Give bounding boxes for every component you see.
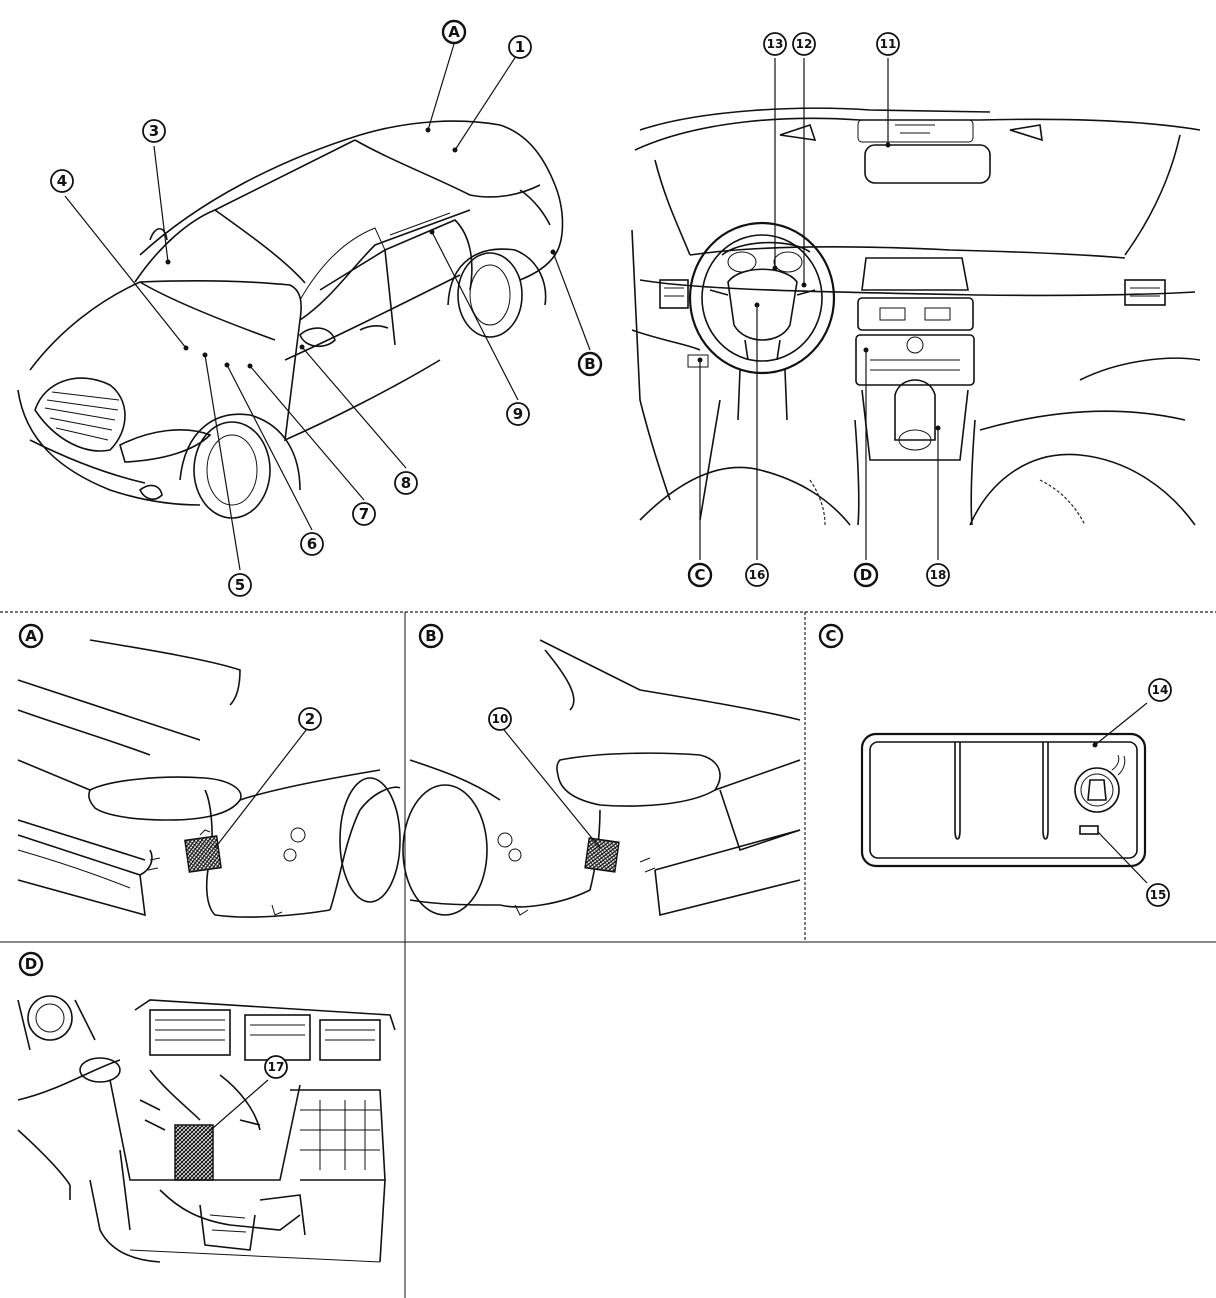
svg-text:D: D (25, 955, 37, 973)
svg-text:7: 7 (359, 505, 369, 523)
panel-b-label: B (418, 623, 444, 649)
callout-9: 9 (506, 402, 530, 426)
panel-d-label: D (18, 951, 44, 977)
callout-18: 18 (926, 563, 950, 587)
svg-text:C: C (825, 627, 836, 645)
callout-12: 12 (792, 32, 816, 56)
vehicle-exterior-drawing (17, 120, 564, 519)
exterior-leader-lines (64, 43, 591, 571)
callout-16: 16 (745, 563, 769, 587)
svg-text:2: 2 (305, 710, 315, 728)
panel-c-leaders (1092, 702, 1148, 884)
callout-7: 7 (352, 502, 376, 526)
panel-a-label: A (18, 623, 44, 649)
vehicle-interior-drawing (631, 107, 1201, 526)
callout-2: 2 (298, 707, 322, 731)
callout-b: B (577, 351, 603, 377)
callout-10: 10 (488, 707, 512, 731)
svg-text:B: B (584, 355, 595, 373)
svg-text:16: 16 (749, 568, 766, 582)
svg-text:10: 10 (492, 712, 509, 726)
svg-text:C: C (694, 566, 705, 584)
svg-text:6: 6 (307, 535, 317, 553)
svg-text:B: B (425, 627, 436, 645)
svg-text:A: A (448, 23, 460, 41)
callout-8: 8 (394, 471, 418, 495)
panel-a-drawing (17, 639, 401, 918)
svg-text:9: 9 (513, 405, 523, 423)
svg-text:A: A (25, 627, 37, 645)
svg-text:18: 18 (930, 568, 947, 582)
panel-c-drawing (860, 732, 1147, 868)
svg-text:11: 11 (880, 37, 897, 51)
svg-text:14: 14 (1152, 683, 1169, 697)
callout-15: 15 (1146, 883, 1170, 907)
panel-d-drawing (17, 995, 396, 1263)
callout-11: 11 (876, 32, 900, 56)
callout-c: C (687, 562, 713, 588)
panel-d-leader (204, 1079, 269, 1136)
panel-c-label: C (818, 623, 844, 649)
callout-17: 17 (264, 1055, 288, 1079)
panel-a-leader (214, 724, 311, 849)
panel-dividers (0, 611, 1216, 1298)
svg-text:D: D (860, 566, 872, 584)
callout-3: 3 (142, 119, 166, 143)
svg-text:17: 17 (268, 1060, 285, 1074)
svg-text:4: 4 (57, 172, 67, 190)
callout-13: 13 (763, 32, 787, 56)
callout-d: D (853, 562, 879, 588)
svg-text:8: 8 (401, 474, 411, 492)
svg-text:3: 3 (149, 122, 159, 140)
svg-text:5: 5 (235, 576, 245, 594)
svg-text:12: 12 (796, 37, 813, 51)
callout-a: A (441, 19, 467, 45)
interior-leader-lines (697, 58, 941, 560)
callout-1: 1 (508, 35, 532, 59)
callout-4: 4 (50, 169, 74, 193)
callout-6: 6 (300, 532, 324, 556)
panel-b-leader (499, 724, 601, 849)
callout-5: 5 (228, 573, 252, 597)
panel-b-drawing (402, 639, 801, 916)
callout-14: 14 (1148, 678, 1172, 702)
svg-text:15: 15 (1150, 888, 1167, 902)
svg-text:13: 13 (767, 37, 784, 51)
svg-text:1: 1 (515, 38, 525, 56)
